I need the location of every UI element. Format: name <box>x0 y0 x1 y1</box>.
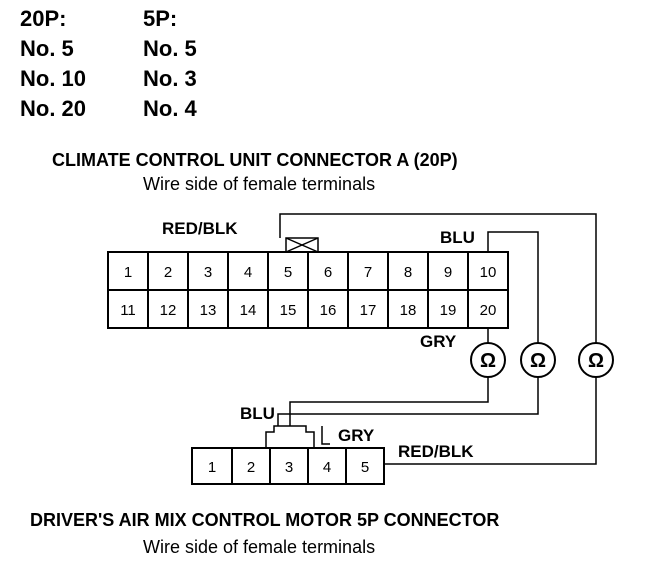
connector-b-title: DRIVER'S AIR MIX CONTROL MOTOR 5P CONNEC… <box>30 510 500 530</box>
terminal-b-5: 5 <box>361 459 369 476</box>
wire-label-red-blk-bottom: RED/BLK <box>398 442 474 461</box>
wire-label-blu-bottom: BLU <box>240 404 275 423</box>
wire-label-blu-top: BLU <box>440 228 475 247</box>
terminal-b-3: 3 <box>285 459 293 476</box>
terminal-a-11: 11 <box>120 302 136 319</box>
terminal-a-18: 18 <box>400 302 417 319</box>
wire-gry-drop <box>321 426 330 445</box>
wire-label-red-blk-top: RED/BLK <box>162 219 238 238</box>
terminal-a-9: 9 <box>444 264 452 281</box>
pin-table-header-20p: 20P: <box>20 6 67 31</box>
terminal-a-7: 7 <box>364 264 372 281</box>
wire-red-blk-lower <box>385 377 597 465</box>
wire-label-gry-bottom: GRY <box>338 426 375 445</box>
terminal-a-12: 12 <box>160 302 177 319</box>
wire-gry-lower <box>289 377 489 426</box>
ohmmeter-1: Ω <box>470 342 506 378</box>
pin-table-header-5p: 5P: <box>143 6 178 31</box>
connector-a-subtitle: Wire side of female terminals <box>143 174 376 194</box>
pin-table-row-1-20p: No. 5 <box>20 36 74 61</box>
connector-a-lock-tab <box>285 237 319 253</box>
connector-a-top-numbers: 1 2 3 4 5 6 7 8 9 10 <box>124 264 497 281</box>
pin-table-row-1-5p: No. 5 <box>143 36 197 61</box>
terminal-a-1: 1 <box>124 264 132 281</box>
terminal-a-3: 3 <box>204 264 212 281</box>
connector-b-5p <box>191 447 385 485</box>
ohmmeter-1-symbol: Ω <box>480 350 496 372</box>
terminal-b-1: 1 <box>208 459 216 476</box>
connector-a-bottom-numbers: 11 12 13 14 15 16 17 18 19 20 <box>120 302 496 319</box>
ohmmeter-2-symbol: Ω <box>530 350 546 372</box>
terminal-a-13: 13 <box>200 302 217 319</box>
connector-b-subtitle: Wire side of female terminals <box>143 537 376 557</box>
terminal-b-2: 2 <box>247 459 255 476</box>
terminal-a-4: 4 <box>244 264 252 281</box>
ohmmeter-3-symbol: Ω <box>588 350 604 372</box>
wires <box>277 213 597 465</box>
terminal-a-8: 8 <box>404 264 412 281</box>
terminal-a-2: 2 <box>164 264 172 281</box>
connector-b-lock-tab <box>265 425 315 448</box>
terminal-a-15: 15 <box>280 302 297 319</box>
terminal-a-16: 16 <box>320 302 337 319</box>
terminal-a-10: 10 <box>480 264 497 281</box>
connector-b-numbers: 1 2 3 4 5 <box>208 459 369 476</box>
pin-table-row-2-20p: No. 10 <box>20 66 87 91</box>
wire-blu <box>487 231 539 343</box>
ohmmeter-3: Ω <box>578 342 614 378</box>
terminal-a-14: 14 <box>240 302 257 319</box>
wire-blu-lower <box>277 377 539 426</box>
pin-table-row-2-5p: No. 3 <box>143 66 197 91</box>
terminal-a-20: 20 <box>480 302 497 319</box>
connector-a-20p <box>107 251 509 329</box>
connector-a-title: CLIMATE CONTROL UNIT CONNECTOR A (20P) <box>52 150 458 170</box>
terminal-a-6: 6 <box>324 264 332 281</box>
terminal-a-19: 19 <box>440 302 457 319</box>
wire-label-gry-top: GRY <box>420 332 457 351</box>
terminal-a-17: 17 <box>360 302 377 319</box>
terminal-a-5: 5 <box>284 264 292 281</box>
ohmmeter-2: Ω <box>520 342 556 378</box>
pin-table-row-3-20p: No. 20 <box>20 96 87 121</box>
wire-red-blk <box>279 213 597 343</box>
pin-table-row-3-5p: No. 4 <box>143 96 197 121</box>
terminal-b-4: 4 <box>323 459 331 476</box>
